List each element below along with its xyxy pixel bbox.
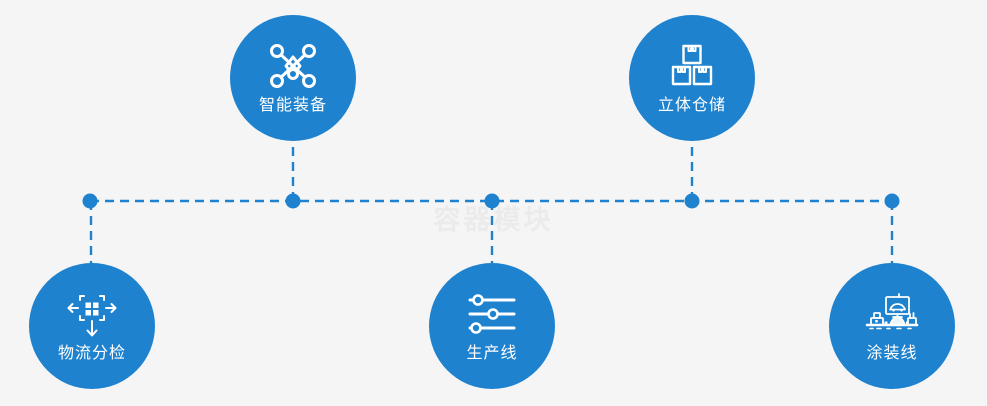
factory-monitor-icon [864,290,920,338]
node-label-equipment: 智能装备 [258,97,327,114]
junction-dot-5 [884,193,900,209]
junction-dot-1 [82,193,98,209]
stacked-boxes-icon [664,42,720,90]
junction-dot-4 [684,193,700,209]
node-production[interactable]: 生产线 [429,263,555,389]
node-label-warehouse: 立体仓储 [657,97,726,114]
node-label-sorting: 物流分检 [57,345,126,362]
sliders-icon [464,290,520,338]
node-painting[interactable]: 涂装线 [829,263,955,389]
network-nodes-icon [265,42,321,90]
junction-dot-2 [285,193,301,209]
node-label-production: 生产线 [466,345,518,362]
junction-dot-3 [484,193,500,209]
node-label-painting: 涂装线 [866,345,918,362]
node-warehouse[interactable]: 立体仓储 [629,15,755,141]
sorting-arrows-icon [64,290,120,338]
node-sorting[interactable]: 物流分检 [29,263,155,389]
node-equipment[interactable]: 智能装备 [230,15,356,141]
